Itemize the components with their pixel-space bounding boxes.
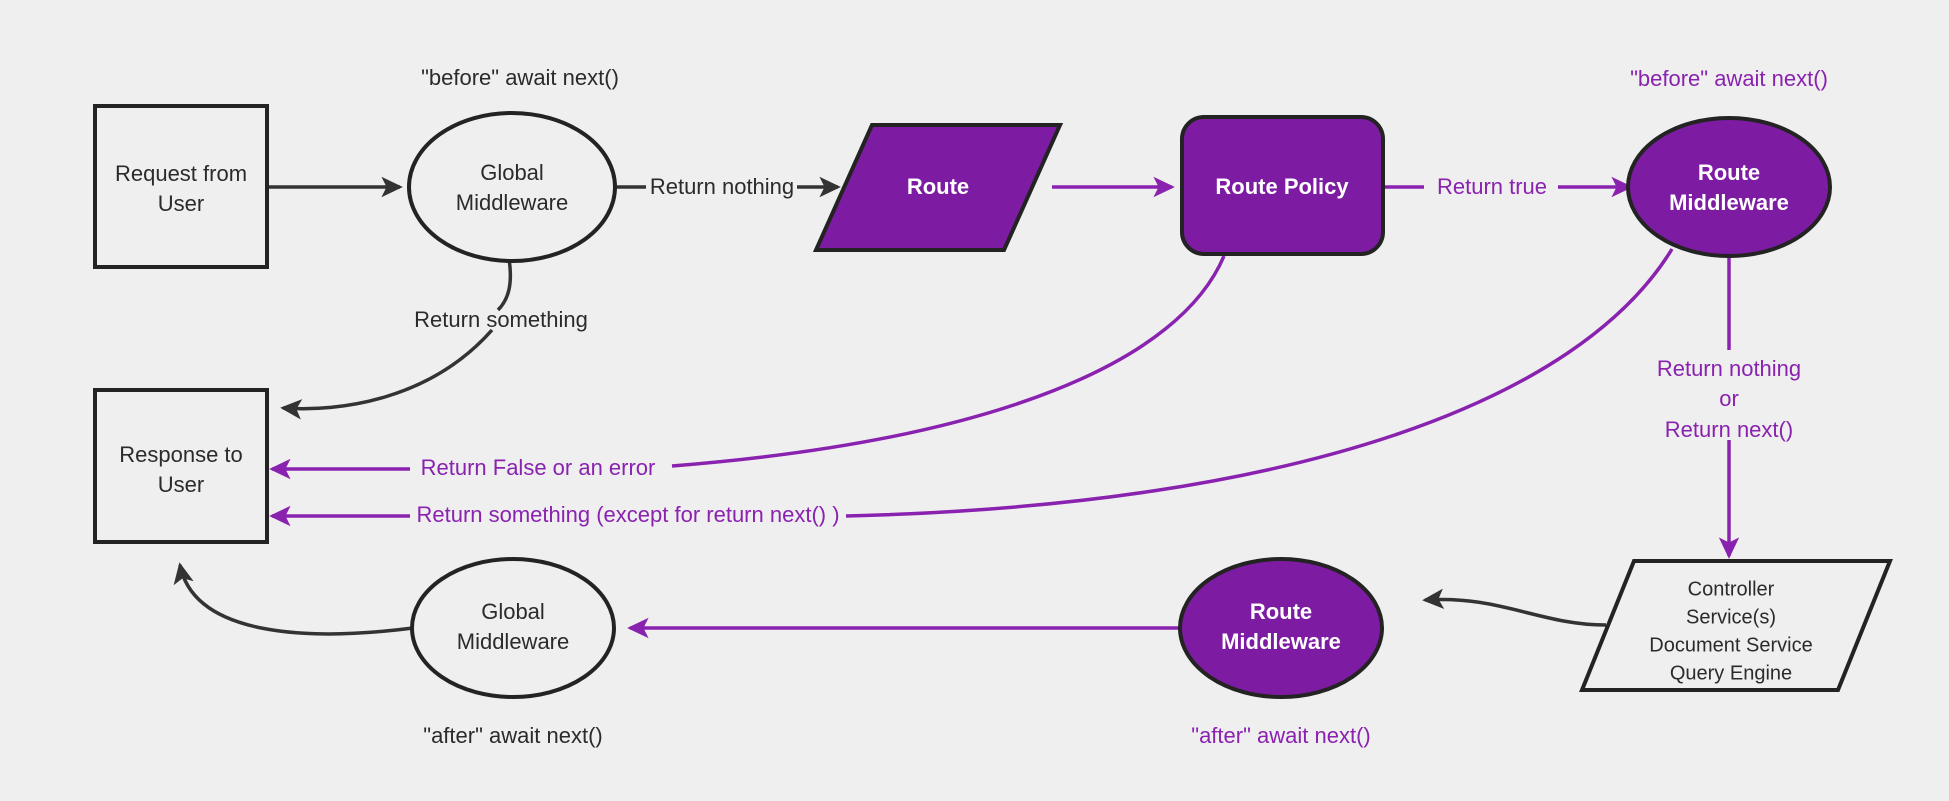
- request-from-user-label-line1: Request from: [115, 161, 247, 186]
- edge-route-middleware-to-response-something: [845, 248, 1674, 518]
- controller-stack-label-line3: Document Service: [1649, 634, 1812, 656]
- global-middleware-top-label-line1: Global: [480, 160, 544, 185]
- global-middleware-bottom-label-line1: Global: [481, 599, 545, 624]
- controller-stack-label-line4: Query Engine: [1670, 662, 1792, 684]
- annotation-after-await-next-global: "after" await next(): [423, 723, 602, 748]
- edge-route-policy-to-response-false: [671, 255, 1226, 468]
- node-route-middleware-bottom[interactable]: Route Middleware: [1178, 557, 1384, 699]
- node-route-middleware-top[interactable]: Route Middleware: [1626, 116, 1832, 258]
- node-route-policy[interactable]: Route Policy: [1180, 115, 1385, 256]
- route-label: Route: [907, 174, 969, 199]
- node-global-middleware-top[interactable]: Global Middleware: [407, 111, 617, 263]
- route-middleware-top-label-line1: Route: [1698, 160, 1760, 185]
- edge-label-return-nothing-or-next-line1: Return nothing: [1657, 356, 1801, 381]
- route-middleware-bottom-label-line2: Middleware: [1221, 629, 1341, 654]
- response-to-user-label-line2: User: [158, 472, 204, 497]
- route-policy-label: Route Policy: [1215, 174, 1349, 199]
- edge-label-return-false-or-error: Return False or an error: [421, 455, 656, 480]
- global-middleware-bottom-label-line2: Middleware: [457, 629, 570, 654]
- route-middleware-top-label-line2: Middleware: [1669, 190, 1789, 215]
- node-response-to-user[interactable]: Response to User: [93, 388, 269, 544]
- node-route[interactable]: Route: [812, 123, 1064, 252]
- controller-stack-label-line2: Service(s): [1686, 606, 1776, 628]
- node-request-from-user[interactable]: Request from User: [93, 104, 269, 269]
- edge-label-return-something-except-next: Return something (except for return next…: [416, 502, 839, 527]
- edge-label-return-nothing: Return nothing: [650, 174, 794, 199]
- edge-label-return-true: Return true: [1437, 174, 1547, 199]
- annotation-before-await-next-route: "before" await next(): [1630, 66, 1828, 91]
- edge-controller-to-route-middleware-bottom: [1422, 588, 1607, 627]
- annotation-after-await-next-route: "after" await next(): [1191, 723, 1370, 748]
- edge-label-return-nothing-or-next-line3: Return next(): [1665, 417, 1793, 442]
- node-global-middleware-bottom[interactable]: Global Middleware: [410, 557, 616, 699]
- node-controller-stack[interactable]: Controller Service(s) Document Service Q…: [1579, 559, 1893, 692]
- edge-global-middleware-bottom-to-response: [173, 562, 414, 636]
- edge-global-middleware-to-response: [496, 258, 513, 312]
- controller-stack-label-line1: Controller: [1688, 578, 1775, 600]
- edge-label-return-nothing-or-next-line2: or: [1719, 386, 1739, 411]
- edge-label-return-something: Return something: [414, 307, 588, 332]
- request-from-user-label-line2: User: [158, 191, 204, 216]
- global-middleware-top-label-line2: Middleware: [456, 190, 569, 215]
- edge-global-middleware-to-response-tail: [280, 328, 494, 420]
- response-to-user-label-line1: Response to: [119, 442, 243, 467]
- route-middleware-bottom-label-line1: Route: [1250, 599, 1312, 624]
- annotation-before-await-next-global: "before" await next(): [421, 65, 619, 90]
